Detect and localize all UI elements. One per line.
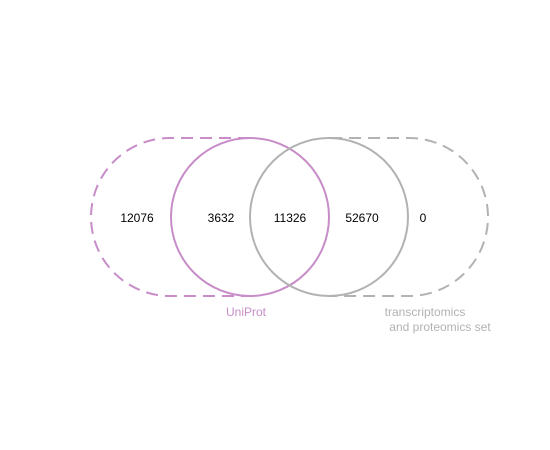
uniprot-extended-outline <box>90 137 250 297</box>
uniprot-outer-count: 12076 <box>120 211 154 225</box>
uniprot-circle <box>170 137 330 297</box>
transcriptomics-label-line1: transcriptomics <box>385 305 466 319</box>
uniprot-label: UniProt <box>226 305 267 319</box>
transcriptomics-proteomics-outer-count: 0 <box>420 211 427 225</box>
transcriptomics-label-line2: and proteomics set <box>389 320 491 334</box>
transcriptomics-proteomics-extended-outline <box>330 137 489 297</box>
transcriptomics-proteomics-only-count: 52670 <box>345 211 379 225</box>
uniprot-only-count: 3632 <box>208 211 235 225</box>
intersection-count: 11326 <box>274 211 307 225</box>
transcriptomics-proteomics-circle <box>249 137 409 297</box>
